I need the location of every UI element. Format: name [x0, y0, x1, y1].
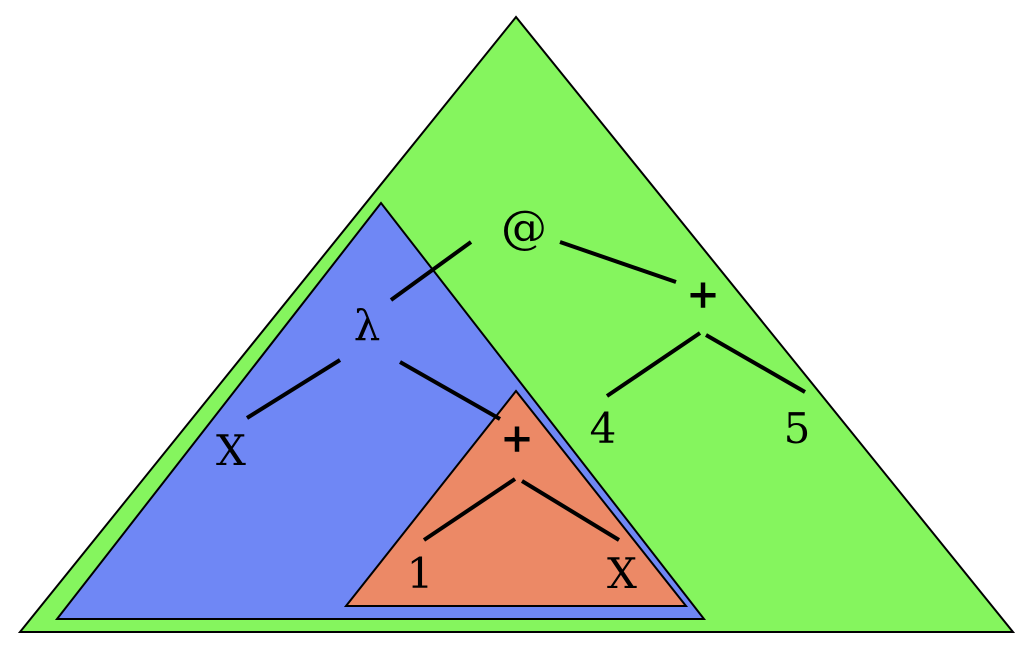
edge-lambda-to-plus_body — [399, 360, 501, 421]
tree-nodes: @ λ + X +4 5 1 X — [216, 200, 810, 598]
edge-apply-to-lambda — [389, 240, 473, 302]
edge-apply-to-plus_right — [559, 240, 677, 284]
scope-regions — [17, 15, 1016, 633]
node-four: 4 — [590, 404, 617, 453]
edge-plus_right-to-four — [605, 331, 702, 398]
node-plus_right: + — [686, 271, 720, 318]
edge-plus_body-to-one — [422, 477, 517, 542]
edge-plus_body-to-x_body — [520, 479, 621, 542]
node-five: 5 — [784, 404, 811, 453]
body-scope-triangle — [343, 389, 689, 607]
node-lambda: λ — [354, 301, 381, 350]
edge-lambda-to-x_param — [245, 358, 342, 420]
node-apply: @ — [501, 200, 547, 254]
node-plus_body: + — [500, 415, 534, 462]
tree-edges — [245, 240, 806, 542]
node-one: 1 — [407, 549, 434, 598]
edge-plus_right-to-five — [705, 333, 806, 394]
node-x_body: X — [607, 549, 637, 598]
node-x_param: X — [216, 426, 246, 475]
